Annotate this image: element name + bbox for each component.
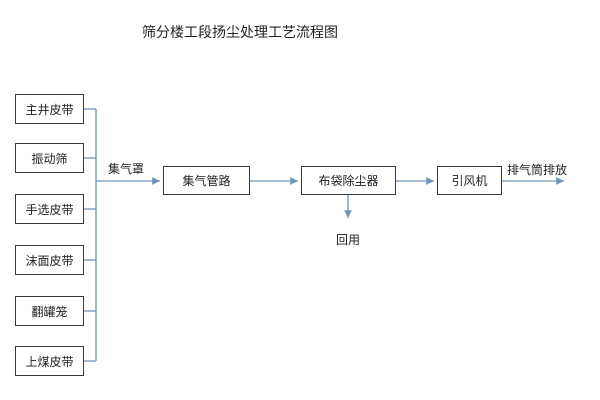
baghouse-box: 布袋除尘器: [301, 166, 396, 195]
source-box: 主井皮带: [15, 94, 84, 124]
pipe-box: 集气管路: [163, 166, 250, 195]
source-box: 翻罐笼: [15, 296, 84, 326]
baghouse-label: 布袋除尘器: [318, 174, 379, 188]
source-box: 上煤皮带: [15, 346, 84, 376]
source-label: 翻罐笼: [31, 304, 68, 319]
recycle-label: 回用: [336, 233, 361, 247]
collector-label: 集气罩: [108, 162, 145, 176]
source-label: 手选皮带: [25, 202, 74, 217]
source-box: 振动筛: [15, 143, 84, 173]
source-label: 上煤皮带: [25, 354, 74, 369]
source-label: 振动筛: [31, 151, 68, 166]
source-label: 沫面皮带: [25, 253, 74, 268]
source-box: 手选皮带: [15, 194, 84, 224]
diagram-title: 筛分楼工段扬尘处理工艺流程图: [142, 25, 338, 41]
fan-label: 引风机: [451, 174, 488, 188]
source-label: 主井皮带: [25, 102, 74, 117]
source-box: 沫面皮带: [15, 245, 84, 275]
fan-box: 引风机: [437, 166, 502, 195]
exhaust-label: 排气筒排放: [507, 163, 568, 177]
pipe-label: 集气管路: [182, 174, 231, 188]
